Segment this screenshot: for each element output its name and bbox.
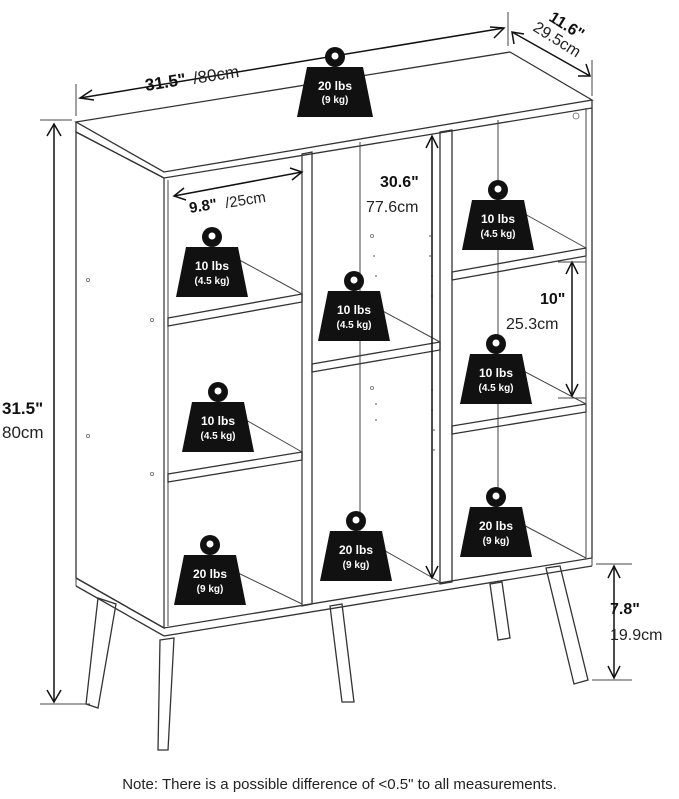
weight-right-bottom-kg: (9 kg) <box>483 536 510 547</box>
weight-right-top-lbs: 10 lbs <box>481 212 515 226</box>
weight-center-bottom-lbs: 20 lbs <box>339 543 373 557</box>
weight-top-kg: (9 kg) <box>322 95 349 106</box>
weight-left-bottom-kg: (9 kg) <box>197 584 224 595</box>
shelf-height-inches: 10" <box>540 291 565 308</box>
center-height-inches: 30.6" <box>380 174 419 191</box>
weight-top-lbs: 20 lbs <box>318 79 352 93</box>
height-inches: 31.5" <box>2 399 43 418</box>
measurement-note: Note: There is a possible difference of … <box>122 776 557 793</box>
weight-icons: 20 lbs (9 kg) 10 lbs (4.5 kg) 10 lbs (4.… <box>174 47 534 605</box>
cabinet-legs <box>85 565 589 751</box>
weight-center-top-kg: (4.5 kg) <box>336 320 371 331</box>
weight-icon-left-top: 10 lbs (4.5 kg) <box>176 227 248 297</box>
shelf-height-cm: 25.3cm <box>506 316 558 333</box>
weight-left-mid-kg: (4.5 kg) <box>200 431 235 442</box>
weight-icon-top: 20 lbs (9 kg) <box>297 47 373 117</box>
center-height-cm: 77.6cm <box>366 199 418 216</box>
weight-left-top-kg: (4.5 kg) <box>194 276 229 287</box>
cube-width-cm: /25cm <box>224 189 267 212</box>
weight-center-bottom-kg: (9 kg) <box>343 560 370 571</box>
width-inches: 31.5" <box>144 70 188 95</box>
weight-icon-center-bottom: 20 lbs (9 kg) <box>320 511 392 581</box>
weight-center-top-lbs: 10 lbs <box>337 303 371 317</box>
weight-right-top-kg: (4.5 kg) <box>480 229 515 240</box>
weight-icon-right-mid: 10 lbs (4.5 kg) <box>460 334 532 404</box>
weight-left-bottom-lbs: 20 lbs <box>193 567 227 581</box>
weight-left-top-lbs: 10 lbs <box>195 259 229 273</box>
weight-icon-center-top: 10 lbs (4.5 kg) <box>318 271 390 341</box>
leg-height-cm: 19.9cm <box>610 627 662 644</box>
weight-left-mid-lbs: 10 lbs <box>201 414 235 428</box>
width-cm: /80cm <box>192 62 241 88</box>
cabinet-outline <box>74 51 594 637</box>
weight-icon-right-top: 10 lbs (4.5 kg) <box>462 180 534 250</box>
weight-icon-left-bottom: 20 lbs (9 kg) <box>174 535 246 605</box>
weight-right-mid-lbs: 10 lbs <box>479 366 513 380</box>
weight-right-mid-kg: (4.5 kg) <box>478 383 513 394</box>
cube-width-inches: 9.8" <box>188 196 218 217</box>
height-cm: 80cm <box>2 423 44 442</box>
weight-icon-right-bottom: 20 lbs (9 kg) <box>460 487 532 557</box>
weight-icon-left-mid: 10 lbs (4.5 kg) <box>182 382 254 452</box>
weight-right-bottom-lbs: 20 lbs <box>479 519 513 533</box>
dimension-lines <box>40 12 632 705</box>
leg-height-inches: 7.8" <box>610 601 640 618</box>
